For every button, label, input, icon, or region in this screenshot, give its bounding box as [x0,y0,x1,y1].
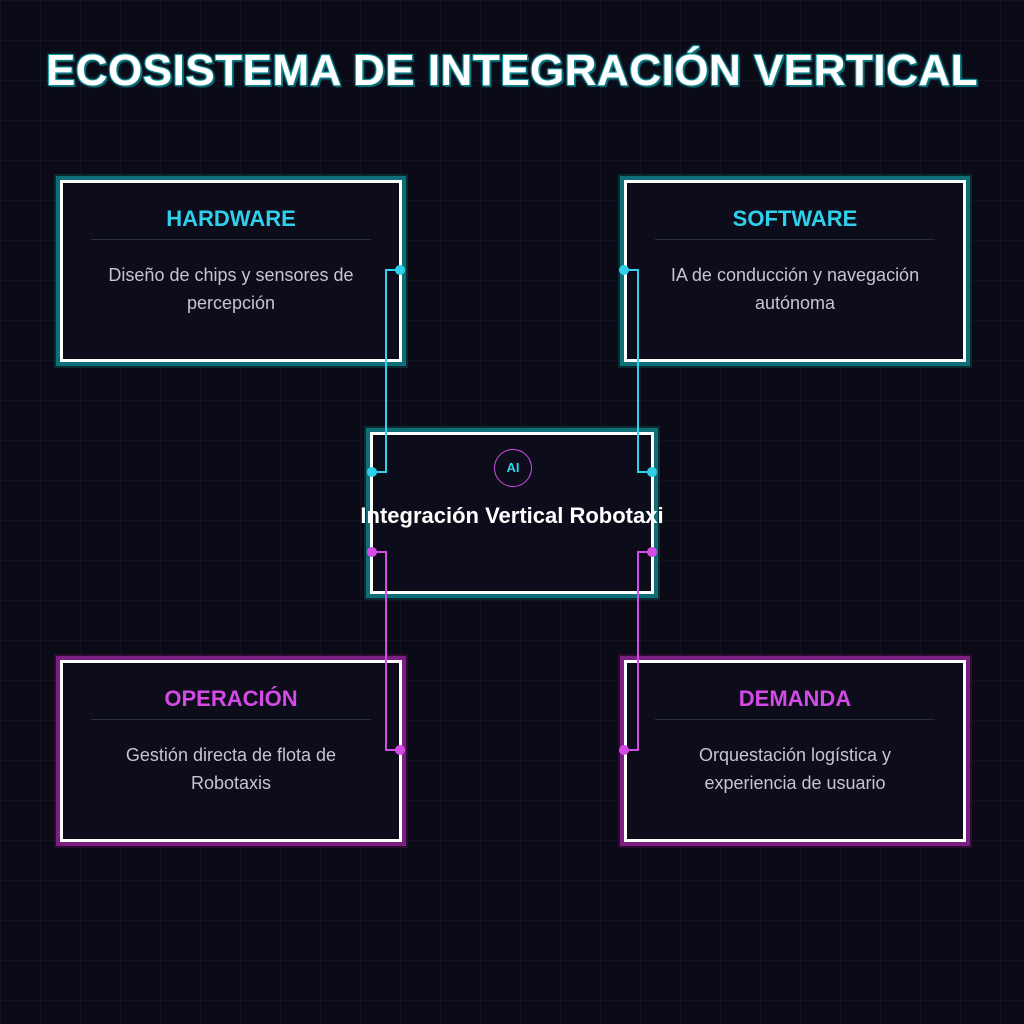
ai-badge-icon: AI [494,449,532,487]
node-operacion-description: Gestión directa de flota de Robotaxis [125,745,337,793]
center-node-title: Integración Vertical Robotaxi [360,503,664,528]
node-hardware-description: Diseño de chips y sensores de percepción [108,265,354,313]
diagram-title: ECOSISTEMA DE INTEGRACIÓN VERTICAL [45,45,979,96]
node-hardware: HARDWARE Diseño de chips y sensores de p… [60,180,402,362]
node-software-title: SOFTWARE [655,205,935,240]
center-node: AI [370,432,654,594]
node-demanda-description: Orquestación logística y experiencia de … [698,745,892,793]
node-demanda: DEMANDA Orquestación logística y experie… [624,660,966,842]
node-software: SOFTWARE IA de conducción y navegación a… [624,180,966,362]
node-demanda-title: DEMANDA [655,685,935,720]
node-hardware-title: HARDWARE [91,205,371,240]
node-operacion-title: OPERACIÓN [91,685,371,720]
node-operacion: OPERACIÓN Gestión directa de flota de Ro… [60,660,402,842]
node-software-description: IA de conducción y navegación autónoma [670,265,920,313]
